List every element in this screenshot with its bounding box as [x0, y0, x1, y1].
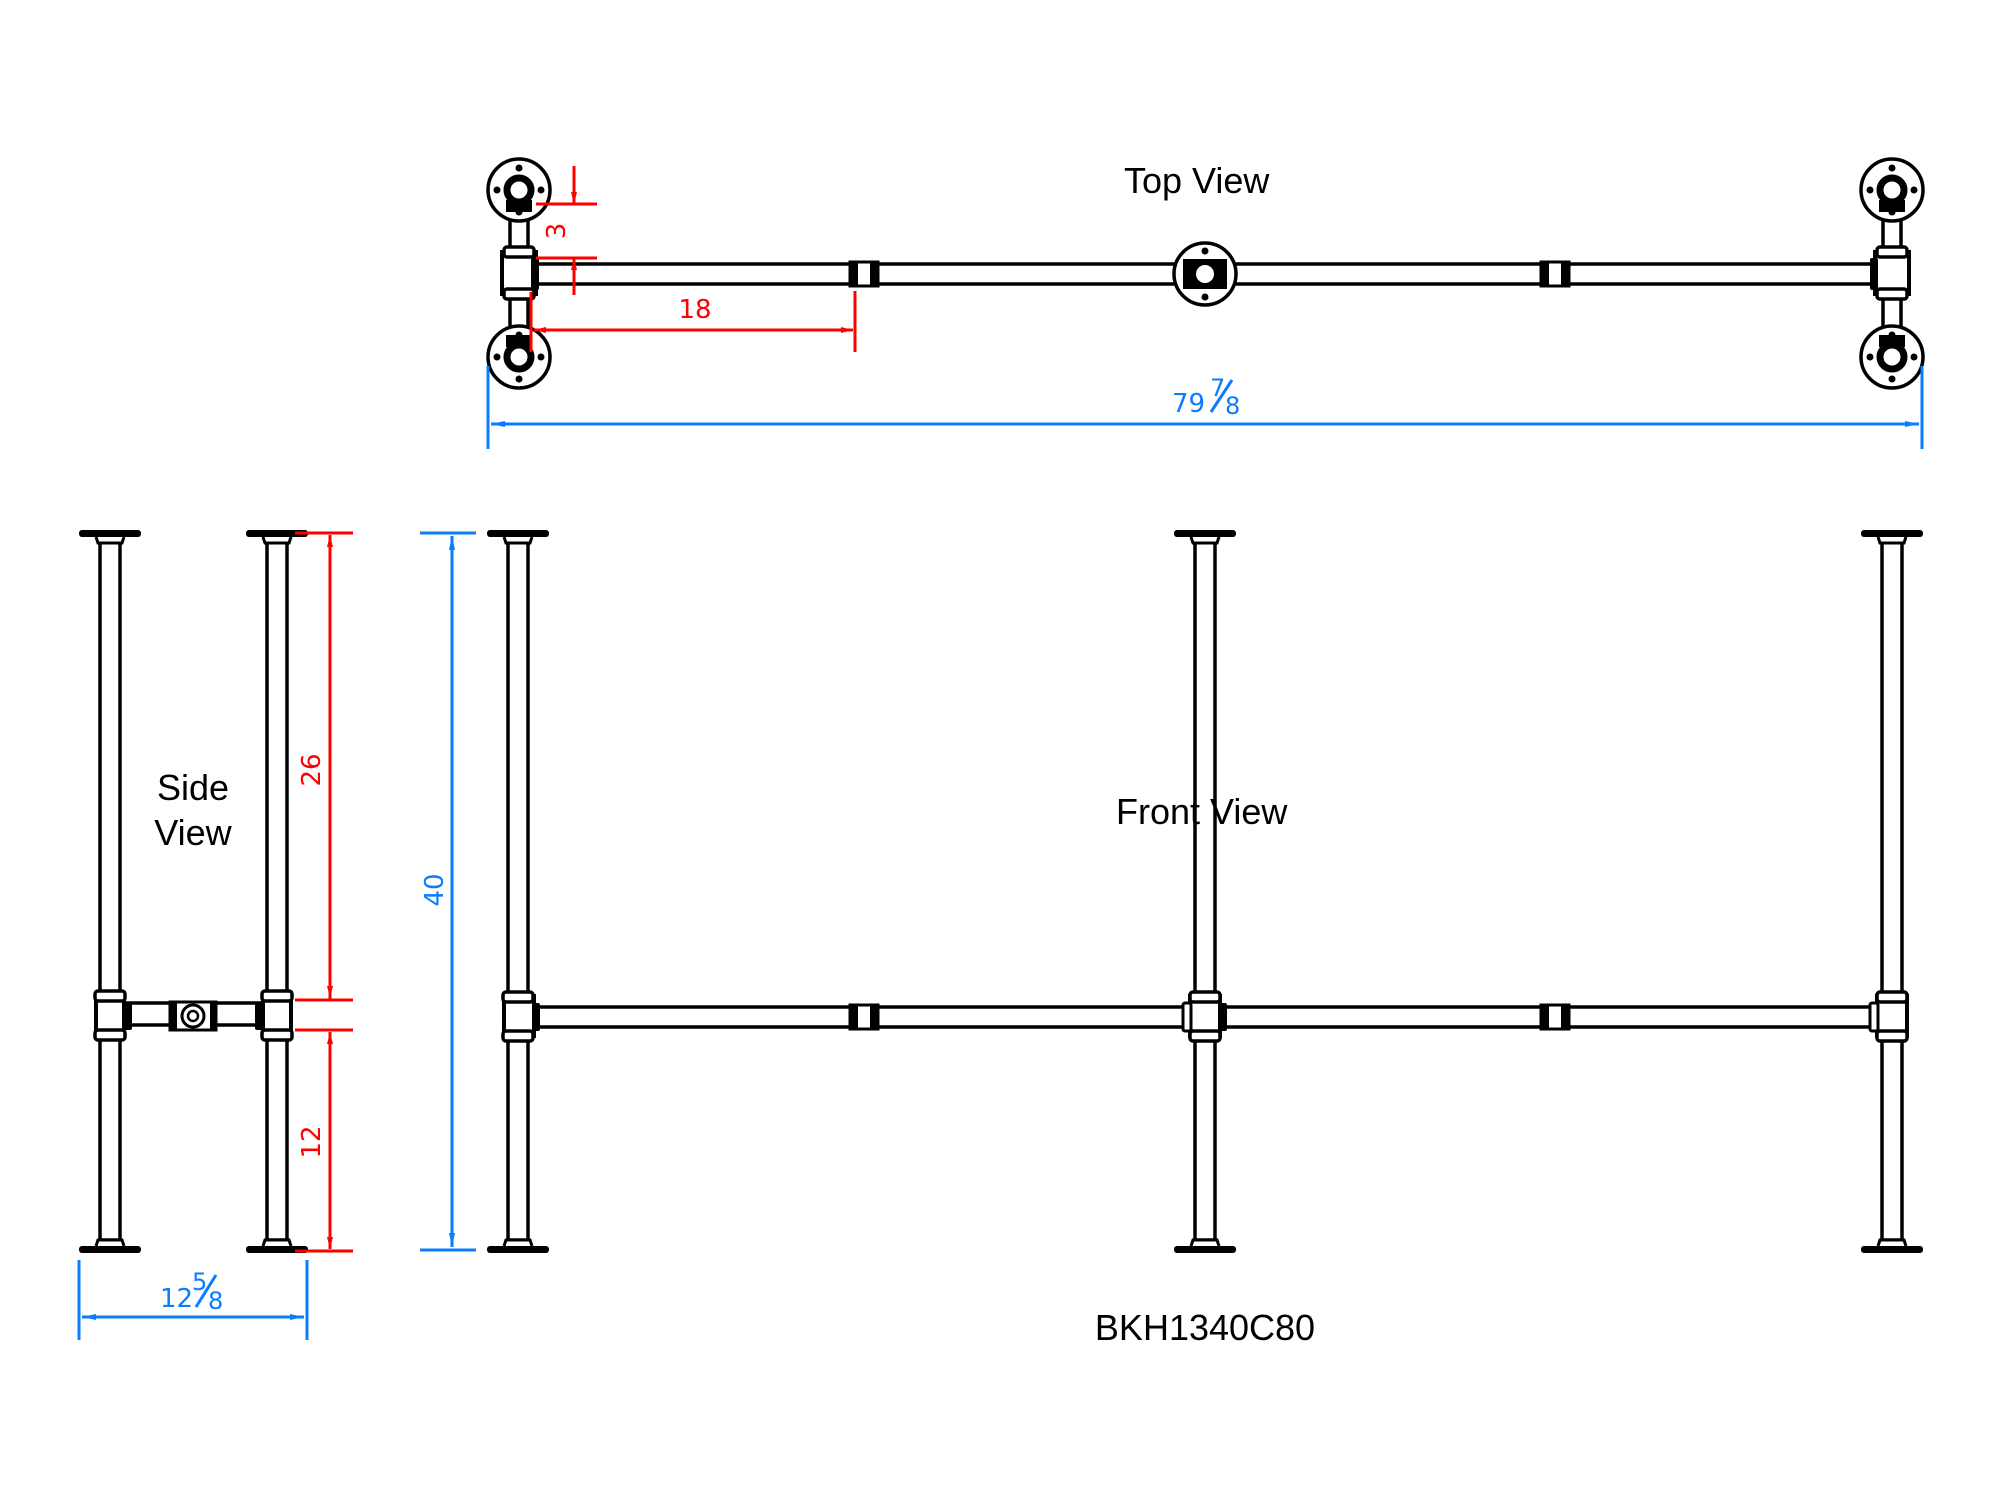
dim-top-offset: 3 [536, 166, 597, 295]
dim-overall-length-whole: 79 [1172, 389, 1205, 419]
front-right-leg [1880, 538, 1904, 1242]
top-flange-right-upper [1861, 159, 1923, 221]
dim-top-coupling-distance: 18 [529, 291, 857, 352]
top-flange-center [1172, 241, 1238, 307]
side-view-label-line1: Side [157, 767, 229, 808]
model-code: BKH1340C80 [1095, 1307, 1315, 1348]
front-view: Front View 40 [420, 528, 1925, 1255]
dim-overall-height: 40 [420, 531, 476, 1252]
top-view-label: Top View [1124, 160, 1270, 201]
top-coupling-left [848, 259, 880, 289]
dim-side-upper-height-value: 26 [297, 753, 327, 786]
front-coupling-left [848, 1002, 880, 1032]
top-view: Top View 3 18 79 7 8 [488, 159, 1923, 449]
dim-side-width: 12 5 8 [77, 1260, 309, 1340]
side-view: Side View 26 12 12 5 8 [77, 528, 353, 1340]
top-flange-left-lower [488, 326, 550, 388]
side-right-leg [265, 538, 289, 1242]
front-coupling-right [1539, 1002, 1571, 1032]
side-center-fitting [168, 1000, 218, 1032]
dim-overall-length: 79 7 8 [486, 366, 1924, 449]
top-coupling-right [1539, 259, 1571, 289]
dim-side-width-frac-den: 8 [208, 1287, 223, 1315]
front-view-label: Front View [1116, 791, 1288, 832]
dim-overall-height-value: 40 [420, 873, 450, 906]
dim-side-width-whole: 12 [160, 1284, 193, 1314]
dim-overall-length-frac-den: 8 [1225, 392, 1240, 420]
dim-top-coupling-distance-value: 18 [678, 295, 711, 325]
top-flange-left-upper [488, 159, 550, 221]
dim-side-lower-height-value: 12 [297, 1125, 327, 1158]
side-view-label-line2: View [154, 812, 232, 853]
side-left-leg [98, 538, 122, 1242]
dim-overall-length-frac-num: 7 [1210, 374, 1225, 402]
dim-side-lower-height: 12 [295, 970, 353, 1253]
front-left-leg [506, 538, 530, 1242]
dim-top-offset-value: 3 [542, 223, 572, 240]
front-center-leg [1193, 538, 1217, 1242]
dim-side-width-frac-num: 5 [192, 1268, 207, 1296]
top-flange-right-lower [1861, 326, 1923, 388]
dim-side-upper-height: 26 [295, 531, 353, 1002]
